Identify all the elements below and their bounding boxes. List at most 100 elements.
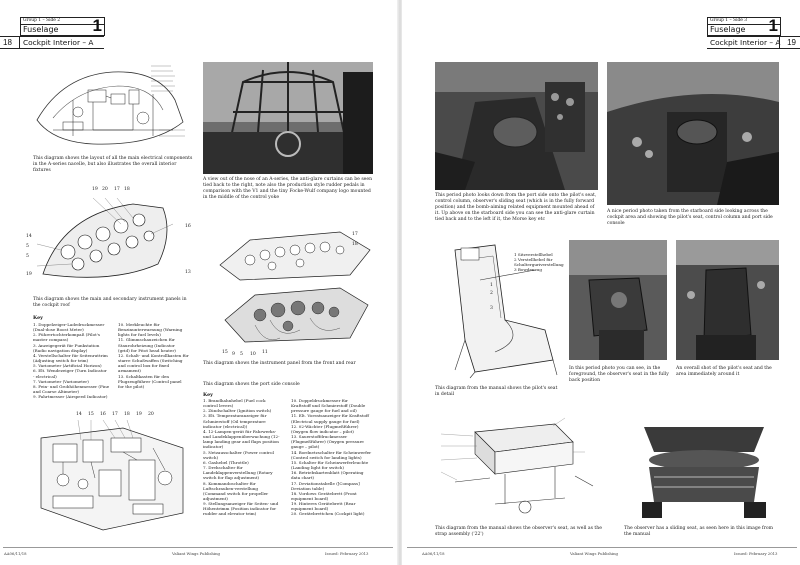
key-item: (Control switch for landing lights) <box>291 454 362 460</box>
caption-instrument-front: This diagram shows the instrument panel … <box>203 361 356 366</box>
console-callout-16: 16 <box>100 412 106 417</box>
key-item: und Landeklappenüberwachung (12- <box>203 434 280 440</box>
roof-callout-13: 13 <box>185 270 191 275</box>
key-item: 7. Variometer (Variometer) <box>33 378 89 384</box>
key-item: 7. Drehschalter für <box>203 465 243 471</box>
left-group-number: 1 <box>92 16 102 35</box>
key-item: (Electrical supply gauge for fuel) <box>291 418 360 424</box>
key-item: for the pilot) <box>118 383 145 389</box>
key-item: indicator (electrical)) <box>203 423 248 429</box>
key-item: (Radio navigation display) <box>33 347 88 353</box>
roof-callout-20: 20 <box>102 187 108 192</box>
caption-pilot-seat: This diagram from the manual shows the p… <box>435 386 558 398</box>
console-callout-15: 15 <box>88 412 94 417</box>
key-item: Flugzeugführer (Control panel <box>118 378 182 384</box>
right-page: Group 1 – Side 3 Fuselage 1 Cockpit Inte… <box>402 0 800 565</box>
right-group-label: Group 1 – Side 3 <box>708 18 780 25</box>
key-item: (Adjusting switch for trim) <box>33 358 89 364</box>
key-item: 5. Variometer (Artificial Horizon) <box>33 363 102 369</box>
key-item: (Oxygen flow indicator – pilot) <box>291 428 354 434</box>
front-callout-18: 18 <box>352 242 358 247</box>
key-item: Schmierstoff (Oil temperature <box>203 418 266 424</box>
key-item: adjustment) <box>203 495 228 501</box>
key-item: Staurohrheizung (Indicator <box>118 342 175 348</box>
key-item: 4. 12-Lampen-gerät für Fahrwerks- <box>203 428 277 434</box>
key2-column-2: 10. Doppeldruckmesser für Kraftstoff und… <box>291 398 379 517</box>
left-footer-code: AA06/11/18 <box>4 551 27 556</box>
key-item: (Command switch for propeller <box>203 490 269 496</box>
right-section-label: Fuselage <box>710 25 746 34</box>
seat-legend-item: 1 Sitzverstellhebel <box>514 252 553 257</box>
key-item: - electrical) <box>33 373 57 379</box>
port-console-diagram <box>33 418 193 536</box>
key-item: lamp landing gear and flaps position <box>203 439 279 445</box>
key2-column-1: 1. Brandhahnhebel (Fuel cock control lev… <box>203 398 289 517</box>
key-item: 2. Führertochterkompaß (Pilot's <box>33 332 100 338</box>
console-callout-18: 18 <box>124 412 130 417</box>
electrical-layout-drawing <box>33 60 193 152</box>
right-page-number: 19 <box>787 38 796 47</box>
front-callout-9: 9 <box>232 352 235 357</box>
front-callout-17: 17 <box>352 232 358 237</box>
book-gutter <box>397 0 403 565</box>
roof-callout-5b: 5 <box>26 254 29 259</box>
key-item: 12. 02-Wächter (Flugmeßführer) <box>291 423 359 429</box>
caption-observer-sliding: The observer has a sliding seat, as seen… <box>624 526 774 538</box>
left-footer-publisher: Valiant Wings Publishing <box>172 551 220 556</box>
electrical-layout-diagram <box>33 60 193 152</box>
instrument-front-rear-diagram <box>210 200 375 358</box>
key-item: 18. Vordows Gerätebrett (Front <box>291 490 357 496</box>
pilot-seat-shot-image <box>676 240 779 360</box>
nose-view-image <box>203 62 373 174</box>
key-item: 11. Glimmschauzeichen für <box>118 337 175 343</box>
left-bar-divider <box>19 36 20 49</box>
left-footer-rule <box>3 547 393 548</box>
left-page: Group 1 – Side 2 Fuselage 1 18 Cockpit I… <box>0 0 398 565</box>
instrument-roof-diagram <box>33 194 183 289</box>
key-item: 4. Verstellschalter für Seitenruttrim <box>33 352 108 358</box>
key-item: 13. Schaltkasten für den <box>118 373 170 379</box>
key-item: (grid) for Pitot head heater) <box>118 347 176 353</box>
roof-callout-19: 19 <box>92 187 98 192</box>
key-item: 9. Stellungsanzeiger für Seiten- und <box>203 501 279 507</box>
front-callout-15: 15 <box>222 350 228 355</box>
key-item: (Landing light for switch) <box>291 465 345 471</box>
left-group-label: Group 1 – Side 2 <box>21 18 104 25</box>
caption-nose-view: A view out of the nose of an A-series, t… <box>203 177 373 201</box>
key-item: Höhentrimm (Position indicator for <box>203 506 277 512</box>
observer-sliding-photo <box>624 422 779 522</box>
right-group-number: 1 <box>768 16 778 35</box>
key-item: 14. Bordnetzschalter für Scheinwerfer <box>291 449 372 455</box>
key-item: lights for fuel levels) <box>118 332 161 338</box>
key1-title: Key <box>33 315 43 321</box>
key-item: control levers) <box>203 403 234 409</box>
caption-period-port: This period photo looks down from the po… <box>435 193 597 223</box>
key-item: 9. Fahrtmesser (Airspeed Indicator) <box>33 394 108 400</box>
right-footer-publisher: Valiant Wings Publishing <box>570 551 618 556</box>
right-bar-divider <box>779 36 780 49</box>
right-footer-issued: Issued: February 2013 <box>734 551 778 556</box>
key-item: armament) <box>118 368 141 374</box>
key-item: 1. Brandhahnhebel (Fuel cock <box>203 398 266 403</box>
key-item: (Dual-dose Boost Meter) <box>33 327 84 333</box>
console-callout-14: 14 <box>76 412 82 417</box>
key1-column-1: 1. Doppelzeiger-Ladedruckmesser (Dual-do… <box>33 322 113 399</box>
seat-callout-1: 1 <box>490 283 493 288</box>
period-photo-port <box>435 62 598 190</box>
key-item: 12. Schalt- und Kontrollkasten für <box>118 352 189 358</box>
roof-callout-18: 18 <box>124 187 130 192</box>
left-footer-issued: Issued: February 2013 <box>325 551 369 556</box>
key-item: indicator) <box>203 444 224 450</box>
seat-legend-item: Schulterguriverstellung <box>514 262 564 268</box>
key-item: 17. Deviationstabelle ([Compass] <box>291 480 360 486</box>
key1-column-2: 10. Merkleuchte für Benzinunterwarnung (… <box>118 322 198 389</box>
key-item: 19. Hinteres Gerätebrett (Rear <box>291 501 356 507</box>
key-item: Benzinunterwarnung (Warning <box>118 327 183 333</box>
key-item: 5. Netzausschalter (Power control <box>203 449 274 455</box>
key-item: and Coarse Altimeter) <box>33 389 79 395</box>
key-item: 15. Schalter für Scheinwerferleuchte <box>291 459 369 465</box>
key-item: 16. Betriebskartenblatt (Operating <box>291 470 364 476</box>
caption-period-starboard: A nice period photo taken from the starb… <box>607 209 773 227</box>
key2-title: Key <box>203 392 213 398</box>
